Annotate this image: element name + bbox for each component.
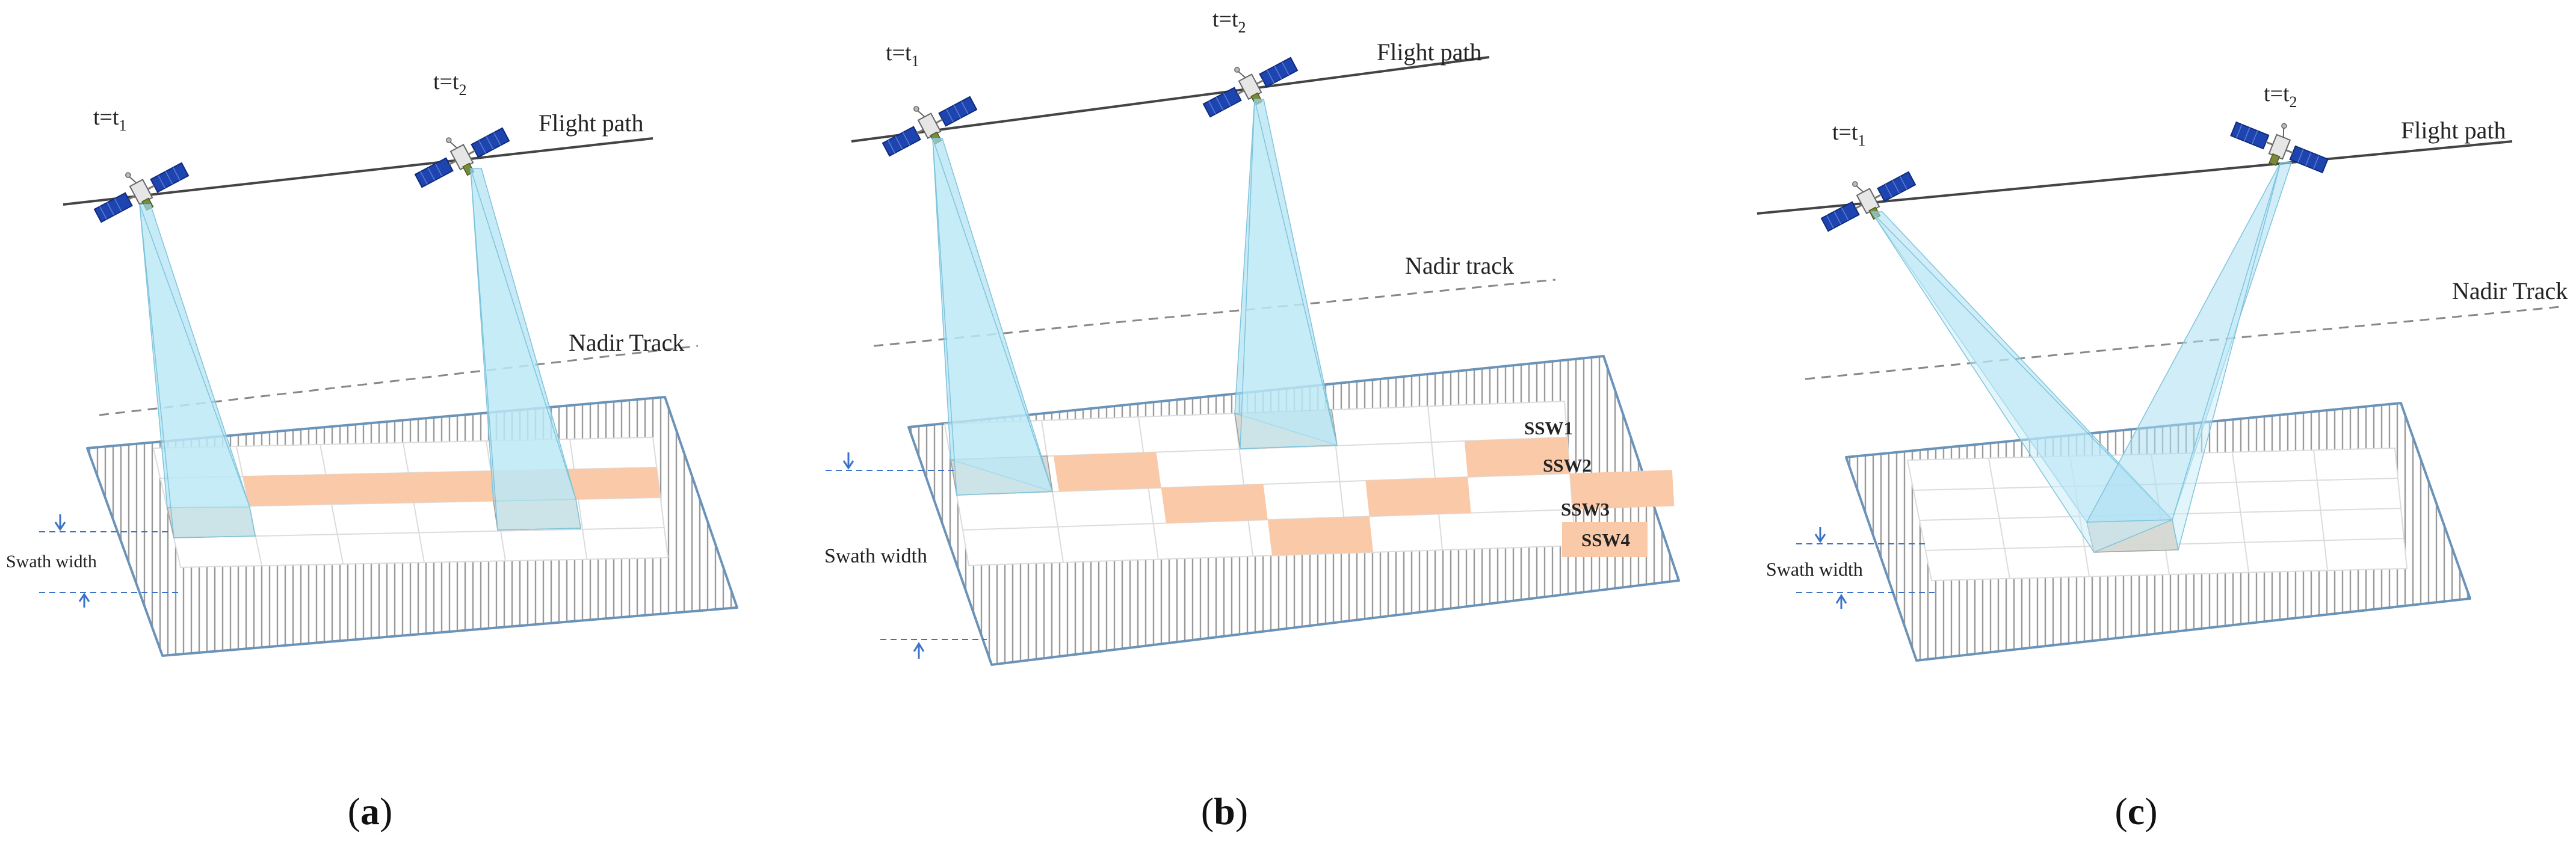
sensor-beam <box>932 99 1338 496</box>
ssw4-highlight <box>1562 522 1648 557</box>
highlight-cell <box>408 470 496 503</box>
flight-path-label: Flight path <box>539 109 643 137</box>
t1-label: t=t1 <box>93 105 127 134</box>
highlight-cell <box>1365 476 1471 517</box>
panel-caption: (b) <box>1201 790 1248 833</box>
ssw2-label: SSW2 <box>1543 455 1592 476</box>
arrow-icon <box>54 514 66 531</box>
nadir-track-label: Nadir Track <box>2452 277 2568 304</box>
nadir-track-label: Nadir Track <box>569 329 684 356</box>
t1-label: t=t1 <box>886 40 919 70</box>
highlight-cells <box>1053 437 1675 556</box>
highlight-cell <box>1161 484 1268 523</box>
panel-caption: (c) <box>2114 790 2157 833</box>
ssw3-label: SSW3 <box>1561 499 1610 520</box>
swath-width-label: Swath width <box>824 545 927 567</box>
highlight-cell <box>326 472 414 505</box>
sensor-beam <box>1870 162 2293 553</box>
swath-width-label: Swath width <box>6 552 97 571</box>
highlight-cell <box>1570 470 1675 510</box>
nadir-track-label: Nadir track <box>1405 252 1514 279</box>
sensor-beam <box>139 168 581 538</box>
panel-b: Flight path t=t1 t=t2 Nadir track <box>824 7 1680 833</box>
flight-path-label: Flight path <box>1377 38 1481 66</box>
satellite-icon <box>85 147 194 233</box>
flight-path-line <box>851 56 1490 143</box>
highlight-cell <box>242 474 332 507</box>
highlight-cell <box>1464 437 1570 477</box>
arrow-icon <box>1835 594 1847 609</box>
panel-caption: (a) <box>348 790 393 833</box>
ssw1-label: SSW1 <box>1524 417 1573 439</box>
arrow-icon <box>913 642 925 659</box>
t2-label: t=t2 <box>1212 7 1246 36</box>
panel-c: Flight path t=t1 t=t2 Nadir Track <box>1756 81 2568 833</box>
highlight-cell <box>1267 516 1373 556</box>
flight-path-label: Flight path <box>2401 117 2506 144</box>
swath-width-label: Swath width <box>1766 558 1863 580</box>
arrow-icon <box>1814 527 1826 543</box>
arrow-icon <box>842 452 854 470</box>
flight-path-line <box>63 137 653 206</box>
t2-label: t=t2 <box>2264 81 2297 111</box>
nadir-track-line <box>1805 306 2561 380</box>
flight-path-line <box>1756 140 2513 215</box>
satellite-icon <box>874 81 983 167</box>
arrow-icon <box>78 593 90 608</box>
t2-label: t=t2 <box>433 69 467 99</box>
highlight-cell <box>573 467 661 499</box>
ssw4-label: SSW4 <box>1581 529 1630 550</box>
t1-label: t=t1 <box>1832 120 1866 149</box>
highlight-cell <box>1053 452 1161 491</box>
panel-a: Flight path t=t1 t=t2 Nadir Track <box>6 69 738 833</box>
